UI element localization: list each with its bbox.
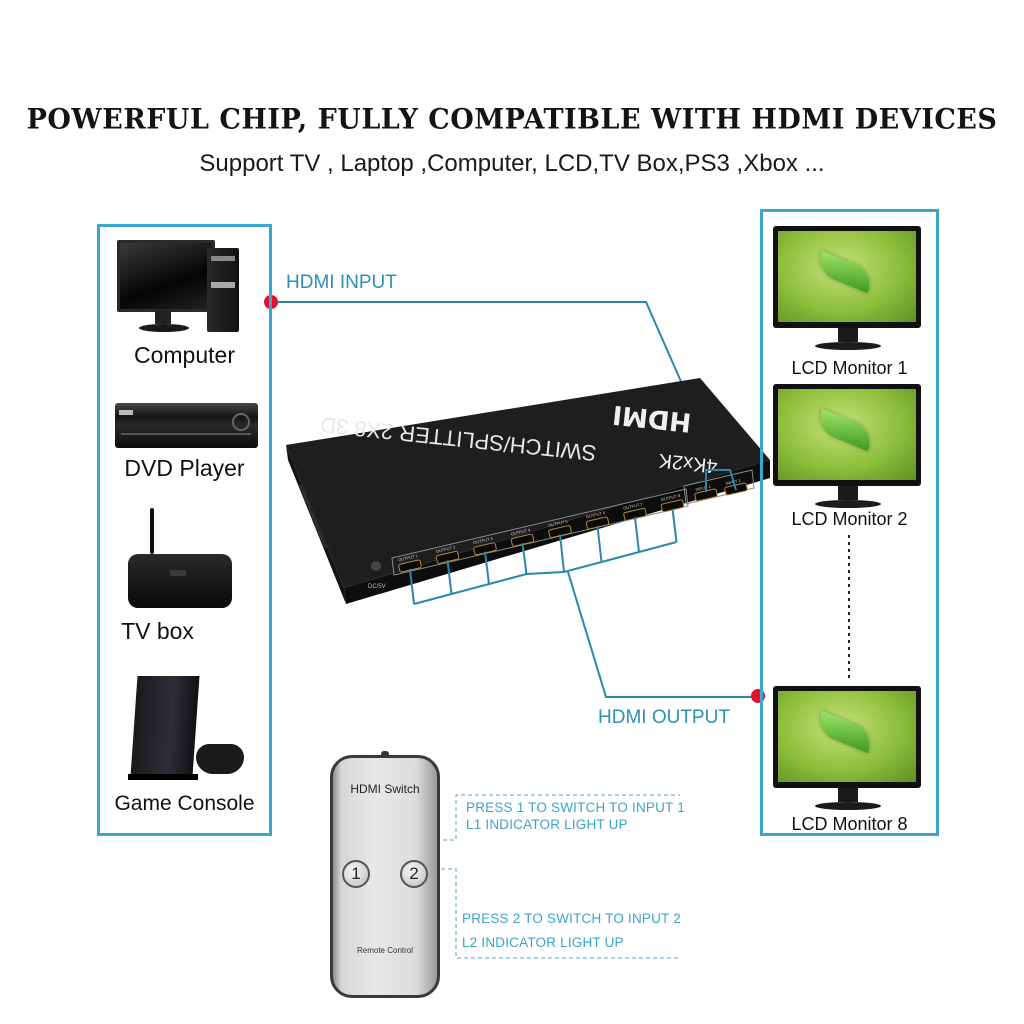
output-port-wire bbox=[521, 543, 528, 575]
source-label-computer: Computer bbox=[134, 342, 235, 368]
power-label: DC/5V bbox=[368, 584, 386, 590]
monitor-label-8: LCD Monitor 8 bbox=[791, 814, 908, 834]
input-bracket bbox=[705, 469, 737, 492]
output-port-wire bbox=[484, 551, 490, 585]
output-port-label: OUTPUT 1 bbox=[398, 553, 419, 562]
hdmi-input-label: HDMI INPUT bbox=[286, 272, 397, 293]
output-port-label: OUTPUT 6 bbox=[585, 510, 606, 519]
hdmi-output-label: HDMI OUTPUT bbox=[598, 707, 730, 728]
monitor-label-1: LCD Monitor 1 bbox=[791, 358, 908, 378]
source-label-dvd-player: DVD Player bbox=[124, 455, 245, 481]
output-port-wire bbox=[559, 534, 565, 573]
remote-control: HDMI Switch 1 2 Remote Control bbox=[330, 751, 440, 998]
output-port-label: OUTPUT 7 bbox=[623, 501, 644, 510]
lcd-monitor-icon bbox=[773, 226, 923, 350]
note-press1-line2: L1 INDICATOR LIGHT UP bbox=[466, 817, 628, 832]
output-port-wire bbox=[446, 560, 453, 595]
lcd-monitor-icon bbox=[773, 686, 923, 810]
headline: POWERFUL CHIP, FULLY COMPATIBLE WITH HDM… bbox=[26, 103, 998, 136]
note-press1-line1: PRESS 1 TO SWITCH TO INPUT 1 bbox=[466, 800, 685, 815]
output-port-label: OUTPUT 3 bbox=[473, 536, 494, 545]
output-port-wire bbox=[634, 517, 640, 553]
power-jack-icon bbox=[371, 561, 381, 571]
remote-footer: Remote Control bbox=[356, 946, 414, 955]
remote-button-2[interactable]: 2 bbox=[400, 860, 428, 888]
output-bus-wire bbox=[413, 541, 677, 605]
source-devices-panel bbox=[97, 224, 272, 836]
input-port-label: INPUT 1 bbox=[695, 484, 712, 492]
dvd-player-icon bbox=[115, 403, 258, 448]
output-wire bbox=[567, 571, 760, 698]
output-port-wire bbox=[671, 508, 678, 543]
ir-emitter-icon bbox=[381, 751, 389, 757]
output-port-label: OUTPUT 4 bbox=[510, 527, 531, 536]
lcd-monitor-icon bbox=[773, 384, 923, 508]
source-label-tv-box: TV box bbox=[121, 618, 194, 644]
source-label-game-console: Game Console bbox=[114, 792, 255, 815]
note-press2-line2: L2 INDICATOR LIGHT UP bbox=[462, 935, 624, 950]
output-port-wire bbox=[596, 525, 603, 563]
output-port-wire bbox=[409, 568, 415, 605]
remote-button-1[interactable]: 1 bbox=[342, 860, 370, 888]
game-console-icon bbox=[128, 676, 248, 780]
monitor-label-2: LCD Monitor 2 bbox=[791, 509, 908, 529]
output-port-label: OUTPUT 2 bbox=[435, 544, 456, 553]
remote-title: HDMI Switch bbox=[350, 782, 420, 796]
note-press2-line1: PRESS 2 TO SWITCH TO INPUT 2 bbox=[462, 911, 681, 926]
output-port-label: OUTPUT 8 bbox=[660, 493, 681, 502]
output-wires bbox=[409, 508, 678, 605]
subheadline: Support TV , Laptop ,Computer, LCD,TV Bo… bbox=[199, 150, 825, 177]
output-port-label: OUTPUT 5 bbox=[548, 519, 569, 528]
computer-icon bbox=[117, 238, 239, 334]
display-devices-panel bbox=[760, 209, 939, 836]
tv-box-icon bbox=[128, 508, 232, 608]
